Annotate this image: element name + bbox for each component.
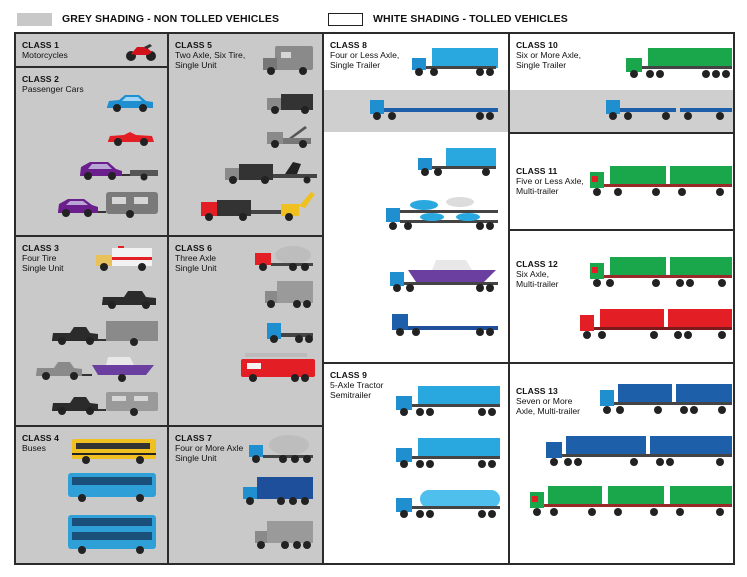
pickup-with-boat-icon: [36, 357, 154, 382]
semitrailer-blue-icon: [396, 386, 500, 416]
box-truck-icon: [265, 281, 313, 308]
legend-grey-label: GREY SHADING - NON TOLLED VEHICLES: [62, 13, 280, 25]
cement-mixer-icon: [255, 246, 313, 271]
car-with-trailer-icon: [80, 162, 158, 181]
car-with-caravan-icon: [58, 192, 158, 218]
camper-truck-icon: [263, 46, 313, 75]
tow-truck-icon: [267, 94, 313, 114]
double-decker-bus-icon: [68, 515, 156, 554]
boat-transporter-icon: [390, 260, 498, 292]
dump-truck-with-equipment-icon: [225, 162, 317, 184]
pickup-truck-icon: [102, 291, 156, 309]
red-double-trailer-icon: [580, 309, 732, 339]
tractor-blue-trailer-icon: [412, 48, 498, 76]
school-bus-icon: [72, 439, 156, 464]
short-blue-truck-icon: [418, 148, 496, 176]
green-double-trailer-6axle-icon: [590, 257, 732, 287]
tractor-green-trailer-icon: [626, 48, 732, 78]
semitrailer-blue-icon-2: [396, 438, 500, 468]
pickup-with-trailer-icon: [52, 321, 158, 346]
white-swatch: [328, 12, 363, 26]
legend-white-label: WHITE SHADING - TOLLED VEHICLES: [373, 13, 568, 25]
wrecker-truck-icon: [267, 126, 311, 148]
navy-double-trailer-icon: [600, 384, 732, 414]
green-triple-trailer-icon: [530, 486, 732, 516]
tanker-semitrailer-icon: [396, 490, 500, 518]
sedan-icon: [107, 95, 153, 112]
coach-bus-icon: [68, 473, 156, 502]
navy-long-double-trailer-icon: [546, 436, 732, 466]
pickup-with-horse-trailer-icon: [52, 392, 158, 416]
legend-tolled: WHITE SHADING - TOLLED VEHICLES: [328, 10, 568, 28]
container-truck-icon: [243, 477, 313, 505]
fire-truck-icon: [241, 353, 315, 382]
double-flatbed-icon: [606, 100, 732, 120]
green-double-trailer-icon: [590, 166, 732, 196]
tractor-unit-icon: [267, 323, 313, 343]
motorcycle-icon: [126, 44, 156, 61]
heavy-box-truck-icon: [255, 521, 313, 549]
tractor-flatbed-trailer-icon: [370, 100, 498, 120]
legend-non-tolled: GREY SHADING - NON TOLLED VEHICLES: [17, 10, 279, 28]
convertible-icon: [108, 132, 154, 146]
grey-swatch: [17, 12, 52, 26]
truck-with-backhoe-icon: [201, 192, 315, 221]
large-cement-mixer-icon: [249, 435, 313, 463]
ambulance-icon: [96, 246, 152, 271]
navy-flatbed-icon: [392, 314, 498, 336]
car-carrier-icon: [386, 197, 498, 230]
